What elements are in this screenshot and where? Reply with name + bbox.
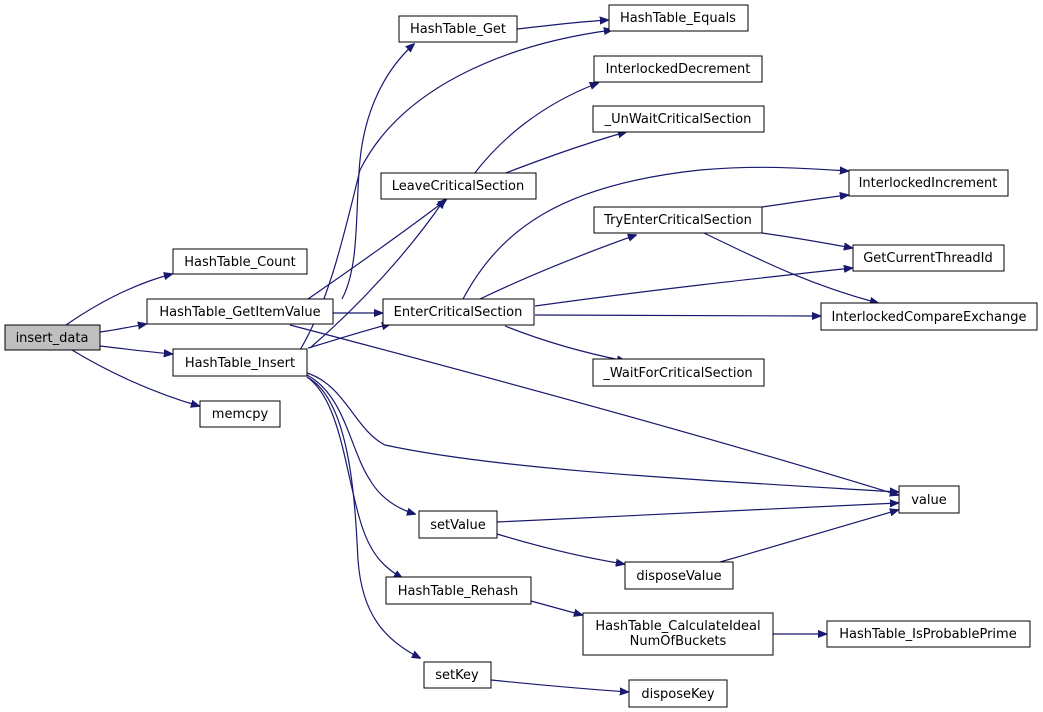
node-label: HashTable_Insert: [185, 356, 295, 371]
node-hashtable_get[interactable]: HashTable_Get: [398, 15, 518, 43]
node-waitforcriticalsection[interactable]: _WaitForCriticalSection: [592, 358, 765, 387]
edge-hashtable_insert-entercriticalsection: [307, 324, 390, 349]
node-getcurrentthreadid[interactable]: GetCurrentThreadId: [852, 244, 1005, 272]
edge-hashtable_getitemvalue-value: [289, 324, 898, 495]
node-hashtable_calculateidealnumofbuckets[interactable]: HashTable_CalculateIdeal NumOfBuckets: [582, 612, 774, 656]
node-setkey[interactable]: setKey: [423, 661, 492, 689]
node-label: _UnWaitCriticalSection: [604, 112, 752, 127]
edge-insert_data-hashtable_insert: [99, 345, 172, 354]
edge-hashtable_insert-setvalue: [306, 374, 415, 514]
node-label: value: [911, 493, 947, 508]
edge-hashtable_getitemvalue-hashtable_get: [341, 44, 414, 300]
node-label: TryEnterCriticalSection: [603, 213, 752, 228]
node-label: setKey: [435, 668, 479, 683]
edge-tryentercriticalsection-interlockedcompareexchange: [703, 232, 878, 303]
node-label: HashTable_IsProbablePrime: [839, 627, 1016, 642]
node-disposekey[interactable]: disposeKey: [628, 679, 728, 708]
edge-entercriticalsection-interlockedcompareexchange: [534, 315, 820, 316]
edge-hashtable_rehash-hashtable_calculateidealnumofbuckets: [530, 600, 582, 615]
node-label: HashTable_Get: [410, 22, 506, 37]
node-label: insert_data: [16, 331, 89, 346]
node-label: HashTable_Count: [184, 255, 295, 270]
edge-entercriticalsection-tryentercriticalsection: [479, 235, 636, 300]
edge-insert_data-hashtable_getitemvalue: [99, 324, 146, 333]
node-disposevalue[interactable]: disposeValue: [624, 561, 734, 590]
edge-leavecriticalsection-interlockeddecrement: [473, 83, 598, 175]
edge-hashtable_insert-hashtable_equals: [299, 30, 612, 351]
node-hashtable_rehash[interactable]: HashTable_Rehash: [385, 576, 532, 605]
node-label-line-2: NumOfBuckets: [630, 634, 727, 649]
node-label: HashTable_GetItemValue: [159, 305, 320, 320]
edge-setvalue-disposevalue: [496, 533, 624, 564]
node-label: memcpy: [212, 407, 269, 422]
edge-hashtable_getitemvalue-leavecriticalsection: [307, 200, 446, 300]
node-hashtable_getitemvalue[interactable]: HashTable_GetItemValue: [146, 298, 334, 325]
edge-insert_data-hashtable_count: [65, 274, 172, 326]
edge-hashtable_insert-value: [306, 372, 898, 492]
node-label: InterlockedDecrement: [606, 62, 751, 77]
edge-tryentercriticalsection-getcurrentthreadid: [761, 232, 852, 248]
node-interlockedcompareexchange[interactable]: InterlockedCompareExchange: [820, 302, 1038, 331]
node-hashtable_count[interactable]: HashTable_Count: [172, 248, 308, 275]
node-label: LeaveCriticalSection: [392, 179, 524, 194]
edge-hashtable_insert-hashtable_rehash: [306, 376, 402, 578]
node-label: disposeKey: [641, 687, 714, 702]
node-tryentercriticalsection[interactable]: TryEnterCriticalSection: [593, 206, 763, 234]
edge-entercriticalsection-getcurrentthreadid: [534, 268, 852, 307]
node-hashtable_isprobableprime[interactable]: HashTable_IsProbablePrime: [826, 620, 1031, 648]
node-label: EnterCriticalSection: [394, 305, 523, 320]
edge-tryentercriticalsection-interlockedincrement: [761, 195, 848, 208]
node-unwaitcriticalsection[interactable]: _UnWaitCriticalSection: [592, 105, 765, 133]
node-label: InterlockedCompareExchange: [831, 310, 1026, 325]
node-entercriticalsection[interactable]: EnterCriticalSection: [382, 298, 535, 326]
node-label: HashTable_Rehash: [398, 584, 519, 599]
edge-entercriticalsection-waitforcriticalsection: [504, 325, 625, 361]
node-insert_data[interactable]: insert_data: [4, 324, 101, 351]
node-label: disposeValue: [636, 569, 721, 584]
node-memcpy[interactable]: memcpy: [199, 400, 281, 428]
edge-hashtable_get-hashtable_equals: [516, 20, 608, 30]
node-hashtable_insert[interactable]: HashTable_Insert: [172, 348, 308, 377]
node-label: _WaitForCriticalSection: [602, 366, 752, 381]
node-interlockeddecrement[interactable]: InterlockedDecrement: [593, 55, 763, 83]
edge-hashtable_insert-setkey: [306, 376, 420, 658]
node-label: setValue: [430, 518, 486, 533]
node-label-line-1: HashTable_CalculateIdeal: [595, 619, 760, 634]
node-label: InterlockedIncrement: [859, 176, 998, 191]
node-leavecriticalsection[interactable]: LeaveCriticalSection: [380, 172, 537, 200]
edge-insert_data-memcpy: [71, 349, 199, 406]
edge-hashtable_insert-leavecriticalsection: [309, 200, 444, 349]
node-setvalue[interactable]: setValue: [418, 510, 498, 539]
edge-setvalue-value: [496, 503, 898, 523]
edge-entercriticalsection-interlockedincrement: [462, 167, 848, 300]
node-interlockedincrement[interactable]: InterlockedIncrement: [848, 169, 1009, 197]
node-hashtable_equals[interactable]: HashTable_Equals: [608, 4, 749, 32]
edge-leavecriticalsection-unwaitcriticalsection: [502, 132, 626, 175]
node-label: HashTable_Equals: [620, 11, 736, 26]
node-value[interactable]: value: [898, 485, 960, 514]
edge-disposevalue-value: [719, 510, 898, 563]
edge-setkey-disposekey: [490, 679, 628, 692]
node-label: GetCurrentThreadId: [863, 251, 993, 266]
